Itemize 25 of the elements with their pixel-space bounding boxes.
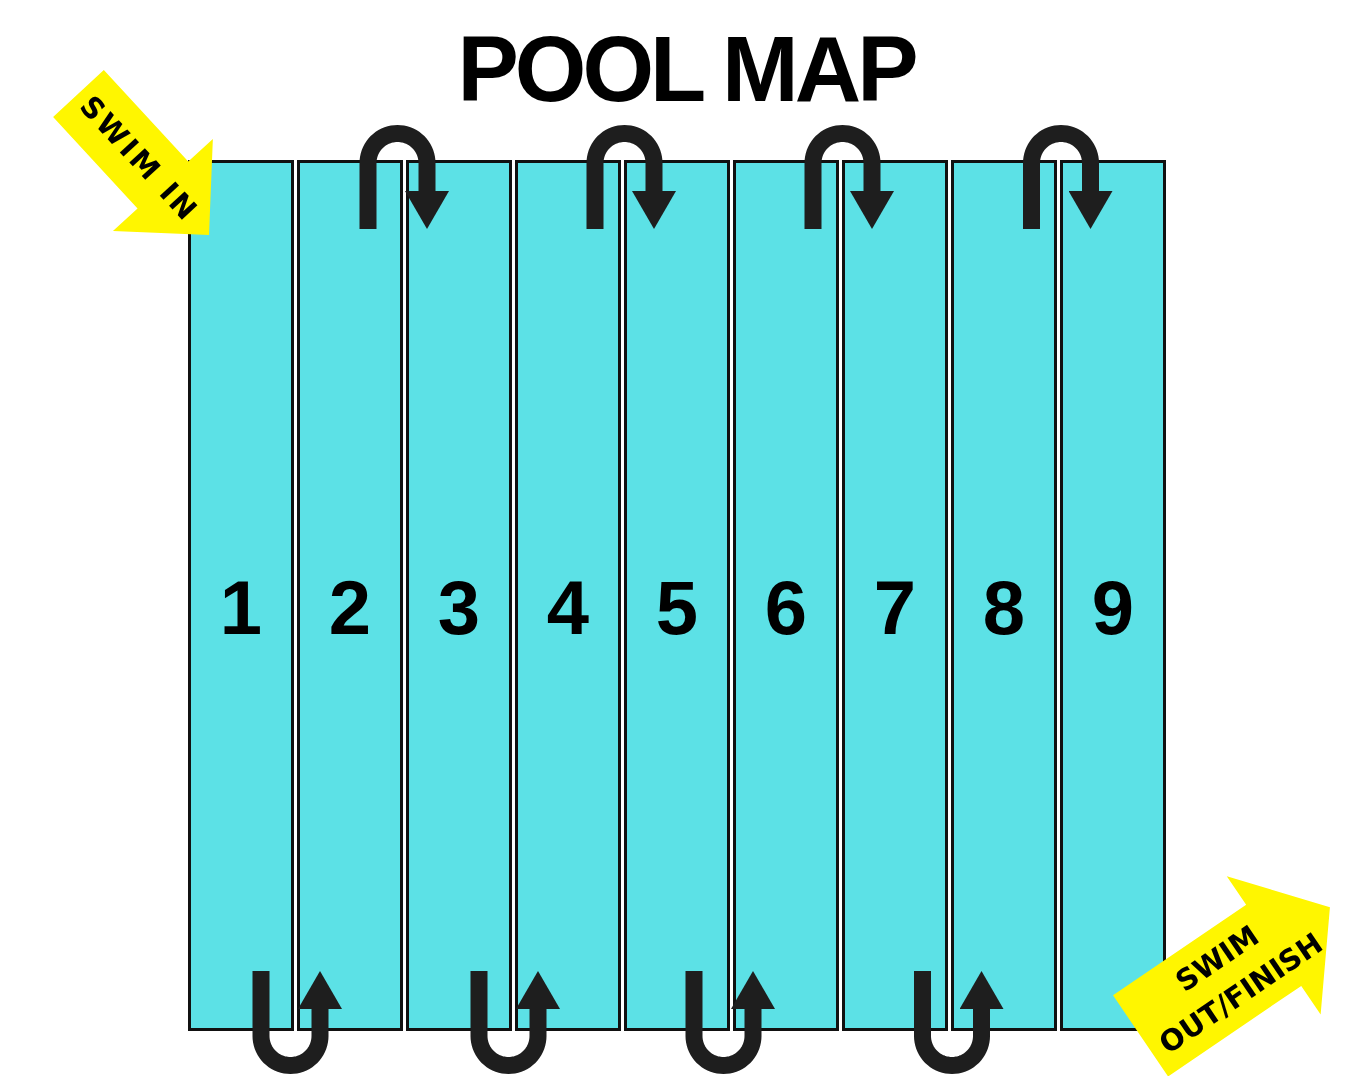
lane-number: 1 [219,570,263,646]
pool-lane [297,160,403,1031]
pool-lane [624,160,730,1031]
lane-number: 8 [982,570,1026,646]
u-turn-arrow [1023,125,1113,229]
lane-number: 5 [655,570,699,646]
u-turn-arrow [470,971,560,1074]
pool-lane [733,160,839,1031]
pool-lane [515,160,621,1031]
pool-lane [406,160,512,1031]
u-turn-arrow [685,971,775,1074]
u-turn-arrow [914,971,1004,1074]
u-turn-arrow [359,125,449,229]
u-turn-arrow [586,125,676,229]
u-turn-arrow [804,125,894,229]
lane-number: 7 [873,570,917,646]
title: POOL MAP [457,23,915,115]
lane-number: 4 [546,570,590,646]
u-turn-arrow [252,971,342,1074]
lane-number: 6 [764,570,808,646]
lane-number: 2 [328,570,372,646]
pool-lane [951,160,1057,1031]
pool-lane [842,160,948,1031]
lane-number: 9 [1091,570,1135,646]
lane-number: 3 [437,570,481,646]
